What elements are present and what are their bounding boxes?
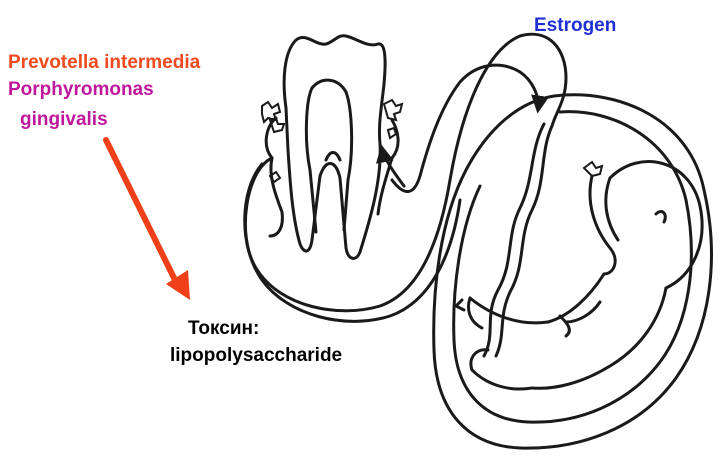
estrogen-label: Estrogen (534, 15, 616, 37)
toxin-label: Токсин: (188, 318, 259, 340)
red-arrow-icon (106, 140, 190, 300)
tooth-illustration (266, 36, 398, 259)
bacteria-label-prevotella: Prevotella intermedia (8, 52, 200, 74)
blood-vessel-loop (245, 34, 566, 321)
placenta-illustration (434, 95, 712, 448)
bacteria-label-porphyromonas: Porphyromonas (8, 79, 154, 101)
bacteria-label-gingivalis: gingivalis (20, 109, 108, 131)
lipopolysaccharide-label: lipopolysaccharide (170, 345, 342, 367)
